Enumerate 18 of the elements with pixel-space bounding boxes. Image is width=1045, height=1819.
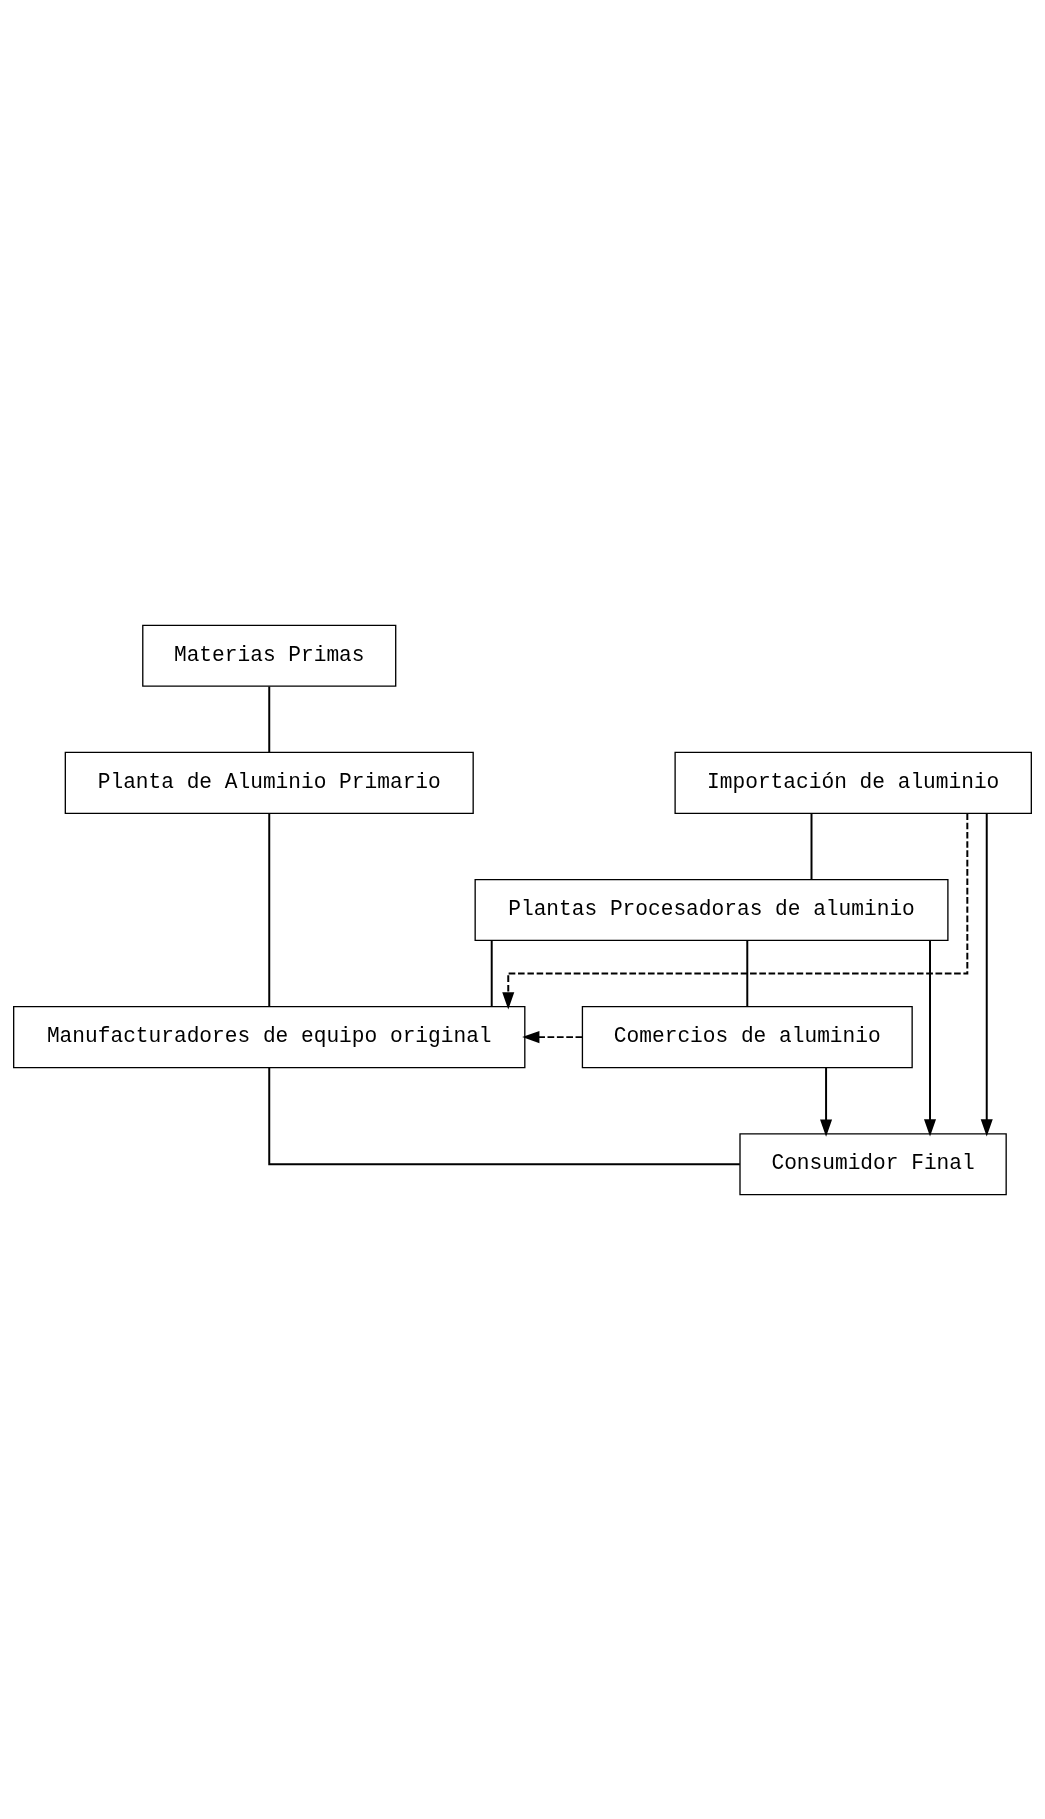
arrow bbox=[820, 1066, 833, 1137]
connector bbox=[746, 939, 749, 1008]
connector bbox=[268, 1066, 741, 1165]
connector bbox=[268, 685, 271, 753]
arrow bbox=[980, 811, 993, 1137]
node-box: Plantas Procesadoras de aluminio bbox=[474, 878, 949, 941]
connector bbox=[810, 812, 813, 880]
connector bbox=[268, 812, 271, 1007]
arrow bbox=[522, 1030, 584, 1043]
node-box: Planta de Aluminio Primario bbox=[64, 751, 474, 814]
node-box: Manufacturadores de equipo original bbox=[13, 1005, 526, 1068]
connector bbox=[490, 939, 493, 1008]
node-box: Consumidor Final bbox=[739, 1132, 1007, 1195]
node-box: Comercios de aluminio bbox=[581, 1005, 913, 1068]
node-box: Importación de aluminio bbox=[674, 751, 1032, 814]
arrow bbox=[502, 812, 969, 1009]
arrow bbox=[924, 939, 937, 1136]
node-box: Materias Primas bbox=[142, 624, 397, 687]
